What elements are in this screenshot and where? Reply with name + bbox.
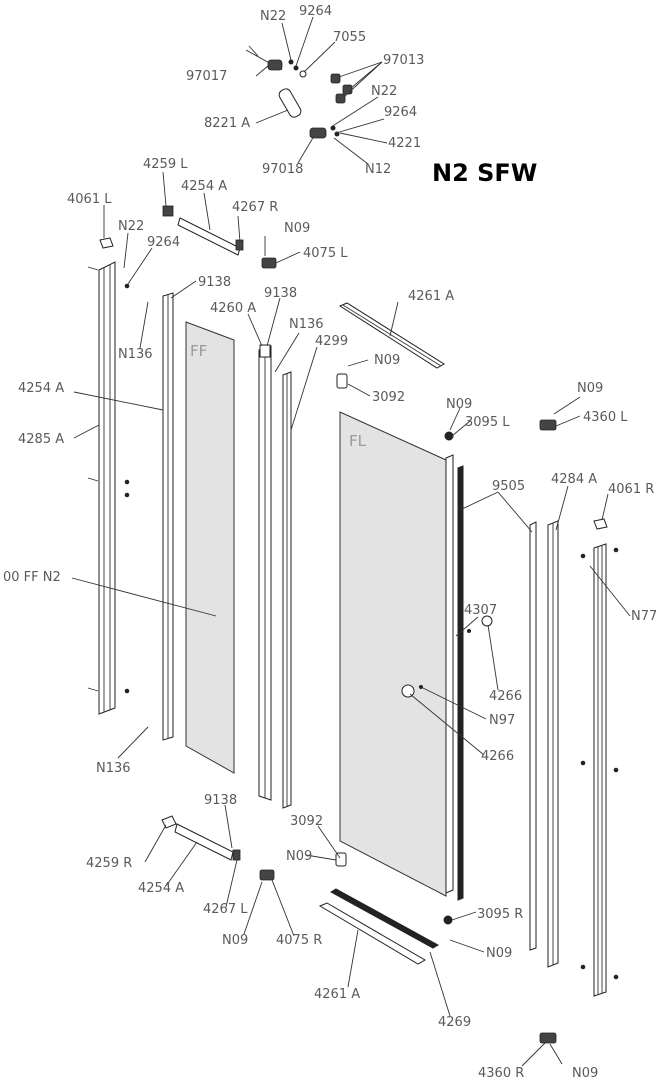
moving-glass-panel: FL bbox=[339, 411, 447, 897]
label-4284a: 4284 A bbox=[551, 472, 597, 487]
label-97017: 97017 bbox=[186, 69, 227, 84]
label-n09-g: N09 bbox=[486, 946, 512, 961]
fixed-glass-panel: FF bbox=[185, 321, 235, 774]
label-n136-c: N136 bbox=[96, 761, 131, 776]
label-4266-a: 4266 bbox=[489, 689, 522, 704]
label-4061l: 4061 L bbox=[67, 192, 112, 207]
label-n22-top: N22 bbox=[260, 9, 286, 24]
label-4259r: 4259 R bbox=[86, 856, 132, 871]
label-4267r: 4267 R bbox=[232, 200, 278, 215]
label-3092-top: 3092 bbox=[372, 390, 405, 405]
seal-9505 bbox=[529, 521, 537, 951]
label-4360l: 4360 L bbox=[583, 410, 628, 425]
label-4061r: 4061 R bbox=[608, 482, 654, 497]
label-4307: 4307 bbox=[464, 603, 497, 618]
label-4254a-top: 4254 A bbox=[181, 179, 227, 194]
label-3095r: 3095 R bbox=[477, 907, 523, 922]
label-3092-bot: 3092 bbox=[290, 814, 323, 829]
label-n22-left: N22 bbox=[118, 219, 144, 234]
label-8221a: 8221 A bbox=[204, 116, 250, 131]
label-4261a-top: 4261 A bbox=[408, 289, 454, 304]
wall-profile-right bbox=[580, 543, 619, 997]
label-9138-b: 9138 bbox=[264, 286, 297, 301]
label-n09-b: N09 bbox=[374, 353, 400, 368]
label-4269: 4269 bbox=[438, 1015, 471, 1030]
label-9138-c: 9138 bbox=[204, 793, 237, 808]
label-4299: 4299 bbox=[315, 334, 348, 349]
part-labels: N22 9264 7055 97013 97017 N22 9264 8221 … bbox=[3, 4, 657, 1080]
label-9138-a: 9138 bbox=[198, 275, 231, 290]
fixed-glass-label: FF bbox=[190, 342, 207, 360]
label-4260a: 4260 A bbox=[210, 301, 256, 316]
label-3095l: 3095 L bbox=[465, 415, 510, 430]
label-4259l: 4259 L bbox=[143, 157, 188, 172]
hinge-assembly-top bbox=[245, 45, 353, 139]
profile-4254a-left bbox=[162, 292, 174, 741]
seal-4299 bbox=[282, 371, 292, 809]
profile-4260a bbox=[258, 344, 272, 801]
label-n136-a: N136 bbox=[118, 347, 153, 362]
label-4266-b: 4266 bbox=[481, 749, 514, 764]
label-4285a: 4285 A bbox=[18, 432, 64, 447]
label-7055: 7055 bbox=[333, 30, 366, 45]
label-4075r: 4075 R bbox=[276, 933, 322, 948]
label-4075l: 4075 L bbox=[303, 246, 348, 261]
top-rail-4261a bbox=[338, 302, 445, 369]
label-4221: 4221 bbox=[388, 136, 421, 151]
label-4360r: 4360 R bbox=[478, 1066, 524, 1080]
label-4261a-bot: 4261 A bbox=[314, 987, 360, 1002]
label-n09-c: N09 bbox=[446, 397, 472, 412]
label-n77: N77 bbox=[631, 609, 657, 624]
diagram-title: N2 SFW bbox=[432, 159, 537, 187]
door-handle-profile bbox=[445, 454, 464, 901]
label-9505: 9505 bbox=[492, 479, 525, 494]
label-n09-h: N09 bbox=[572, 1066, 598, 1080]
moving-glass-label: FL bbox=[349, 432, 367, 450]
label-97013: 97013 bbox=[383, 53, 424, 68]
label-97018: 97018 bbox=[262, 162, 303, 177]
leader-lines bbox=[71, 16, 631, 1067]
label-n09-f: N09 bbox=[222, 933, 248, 948]
profile-4284a bbox=[547, 520, 559, 968]
label-00ffn2: 00 FF N2 bbox=[3, 570, 61, 585]
label-4254a-left: 4254 A bbox=[18, 381, 64, 396]
label-9264-top: 9264 bbox=[299, 4, 332, 19]
wall-profile-left bbox=[87, 261, 130, 715]
label-9264-left: 9264 bbox=[147, 235, 180, 250]
label-n09-d: N09 bbox=[577, 381, 603, 396]
label-n136-b: N136 bbox=[289, 317, 324, 332]
label-n22-mid: N22 bbox=[371, 84, 397, 99]
label-n09-e: N09 bbox=[286, 849, 312, 864]
label-n09-top: N09 bbox=[284, 221, 310, 236]
small-hardware bbox=[99, 205, 608, 1044]
label-n97: N97 bbox=[489, 713, 515, 728]
label-9264-mid: 9264 bbox=[384, 105, 417, 120]
label-n12: N12 bbox=[365, 162, 391, 177]
label-4267l: 4267 L bbox=[203, 902, 248, 917]
label-4254a-bot: 4254 A bbox=[138, 881, 184, 896]
